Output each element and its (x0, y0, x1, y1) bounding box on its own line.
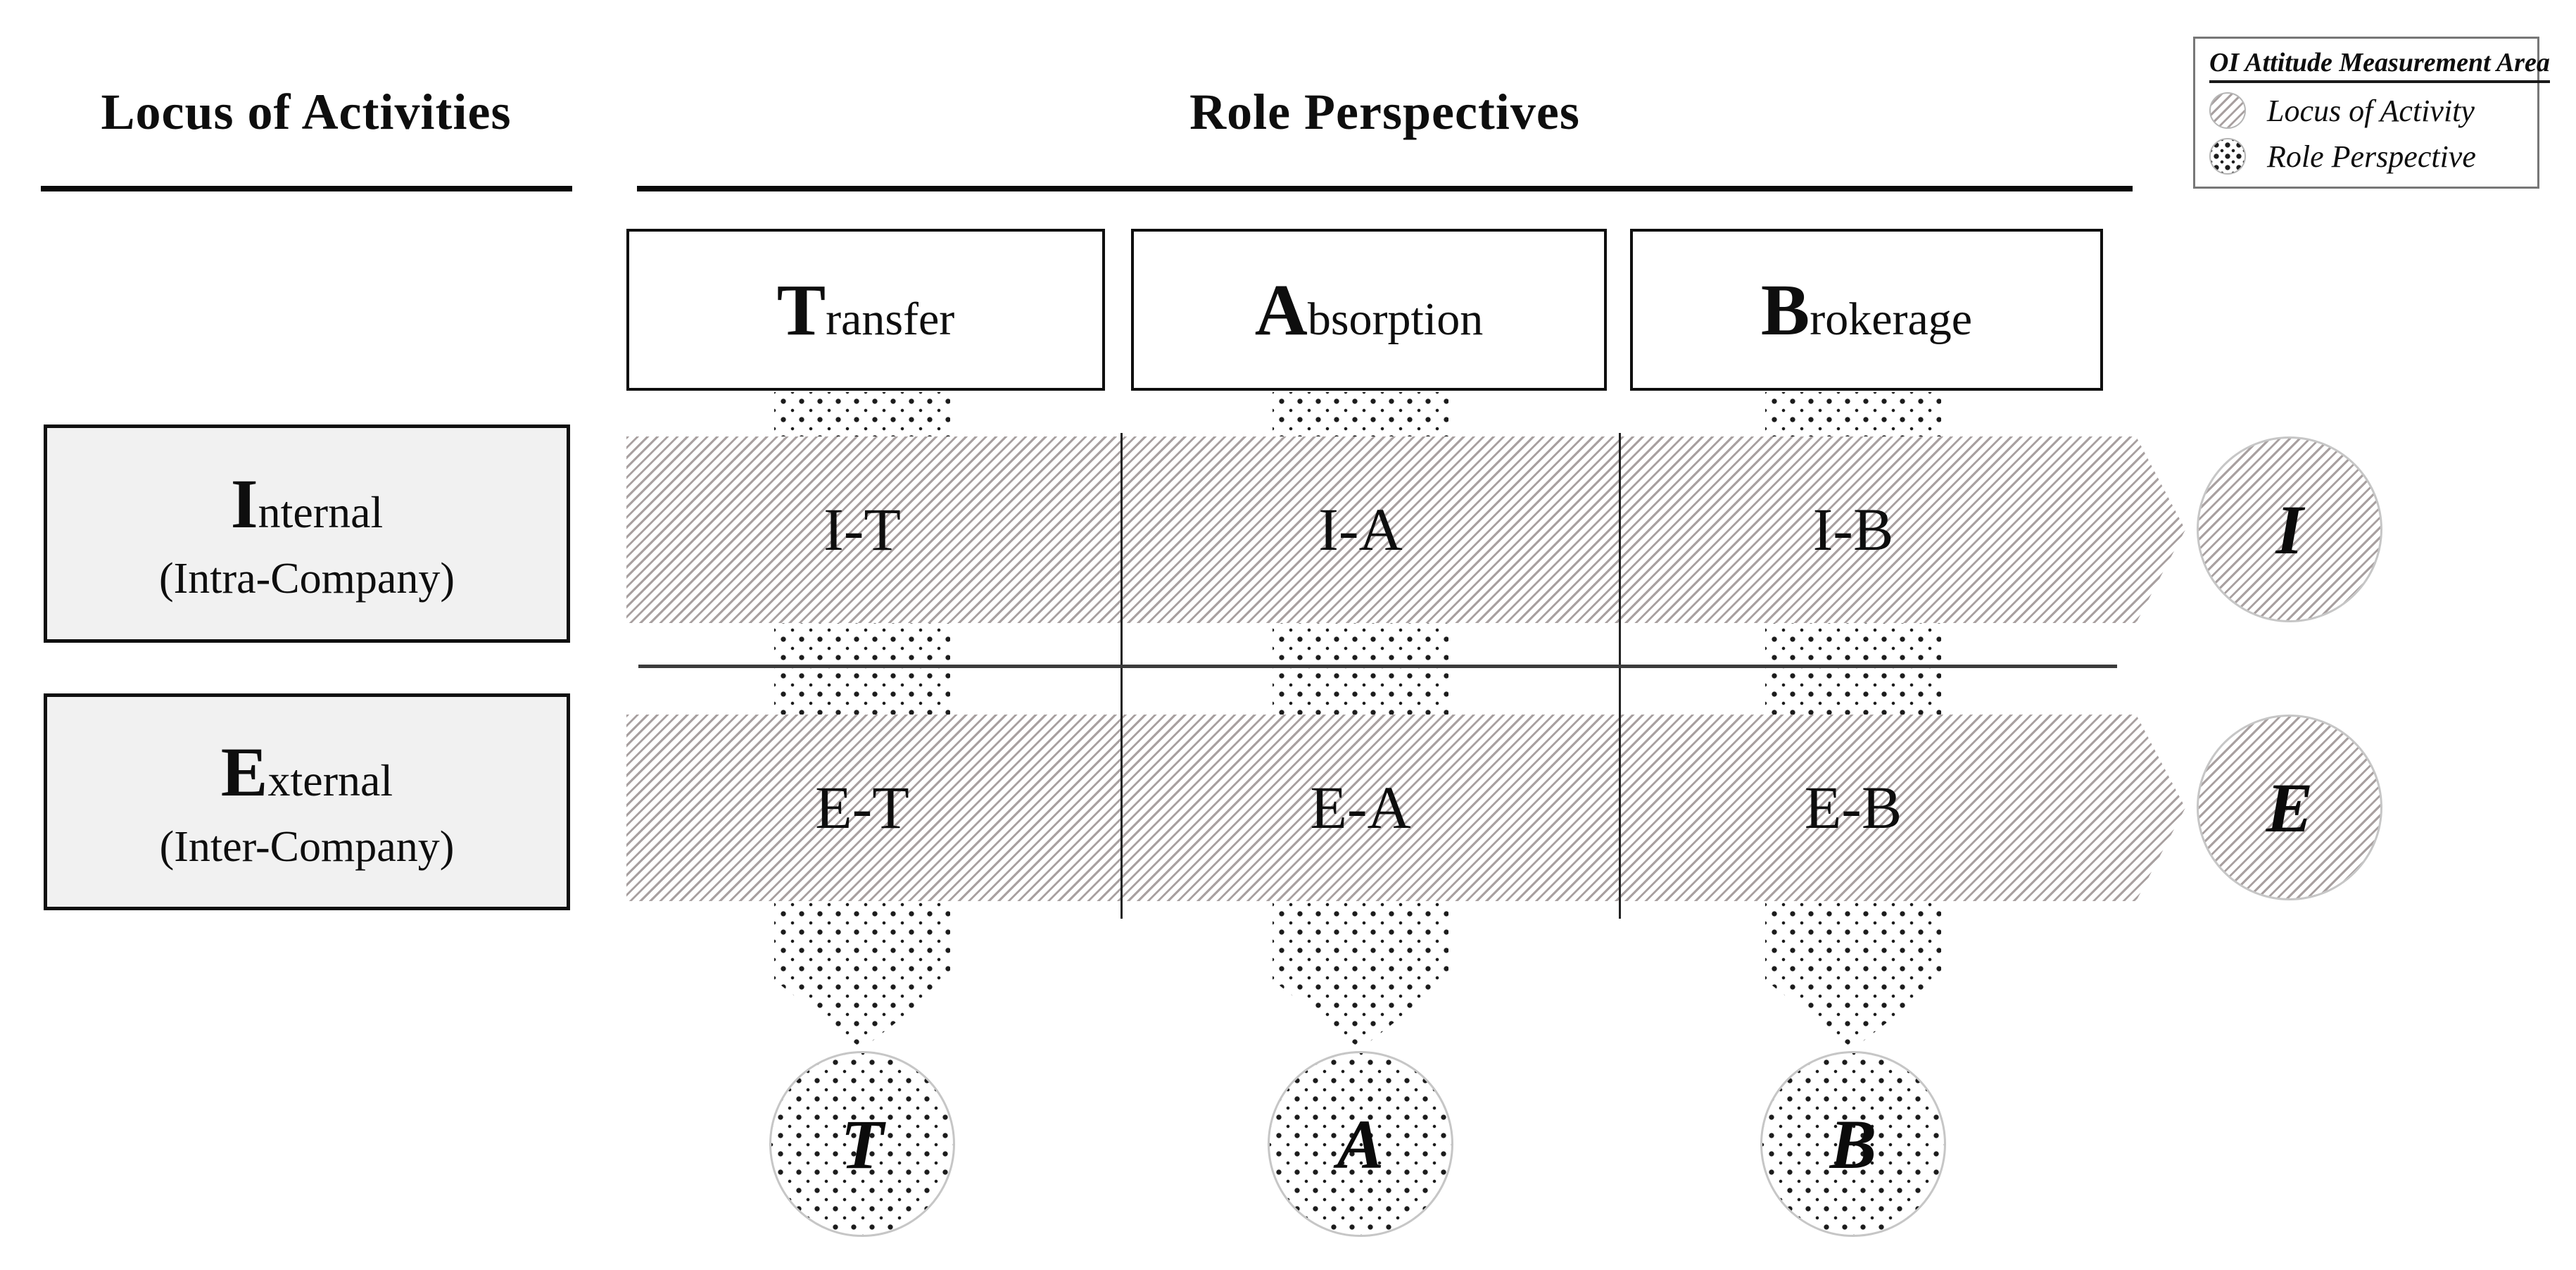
legend-item-locus: Locus of Activity (2209, 92, 2523, 129)
cell-label-internal-brokerage: I-B (1812, 496, 1894, 563)
cell-label-external-absorption: E-A (1310, 774, 1411, 841)
dots-pattern-icon (2209, 138, 2246, 175)
locus-arrow-internal (626, 436, 2185, 623)
locus-title-underline (41, 186, 572, 191)
row-header-internal-subtitle: (Intra-Company) (158, 555, 455, 603)
legend-item-locus-label: Locus of Activity (2267, 93, 2475, 128)
cell-label-internal-transfer: I-T (823, 496, 901, 563)
hatch-pattern-icon (2209, 92, 2246, 129)
circle-external: E (2197, 715, 2382, 900)
circle-brokerage: B (1760, 1051, 1946, 1237)
row-separator-line (638, 665, 2117, 668)
locus-arrow-external (626, 715, 2185, 901)
legend: OI Attitude Measurement Area Locus of Ac… (2193, 37, 2550, 189)
circle-internal: I (2197, 436, 2382, 622)
cell-label-internal-absorption: I-A (1318, 496, 1403, 563)
legend-title: OI Attitude Measurement Area (2209, 47, 2550, 83)
cell-label-external-transfer: E-T (815, 774, 909, 841)
locus-of-activities-title: Locus of Activities (101, 84, 512, 140)
circle-absorption: A (1268, 1051, 1453, 1237)
column-divider-1 (1120, 433, 1123, 919)
legend-item-role: Role Perspective (2209, 138, 2523, 175)
role-perspectives-title: Role Perspectives (1189, 84, 1580, 140)
circle-transfer: T (769, 1051, 955, 1237)
legend-item-role-label: Role Perspective (2267, 139, 2476, 174)
role-title-underline (637, 186, 2133, 191)
row-header-external-subtitle: (Inter-Company) (159, 823, 455, 871)
column-divider-2 (1619, 433, 1621, 919)
cell-label-external-brokerage: E-B (1804, 774, 1902, 841)
